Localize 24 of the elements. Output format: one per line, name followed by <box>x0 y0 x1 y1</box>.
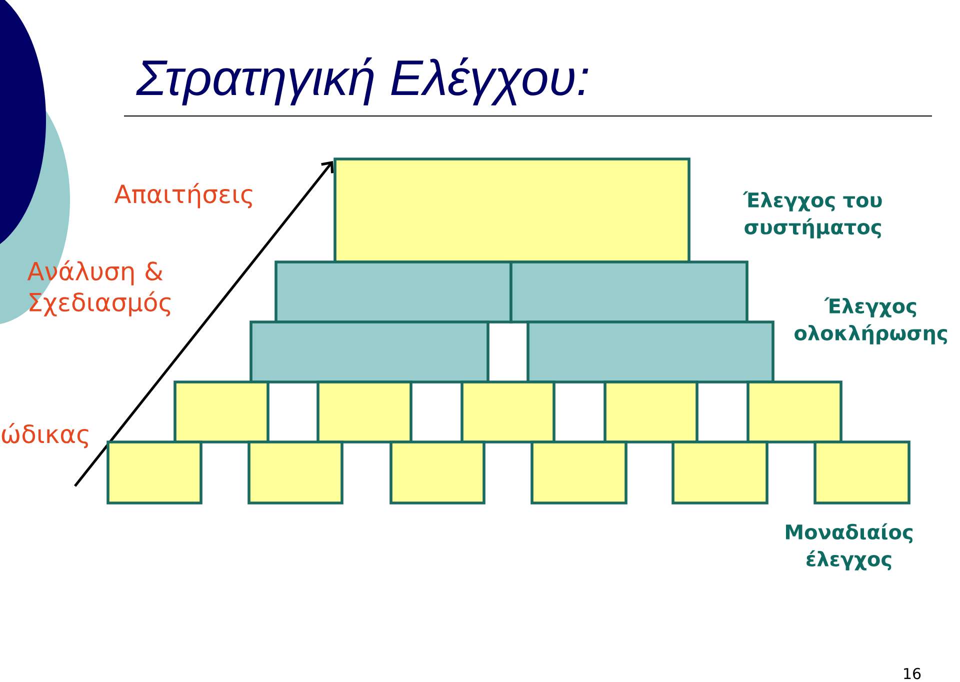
pyramid-block <box>390 440 486 504</box>
pyramid-block <box>604 380 698 444</box>
pyramid-block <box>526 320 774 384</box>
pyramid-block <box>460 380 556 444</box>
page-number: 16 <box>904 668 921 680</box>
slide-title: Στρατηγική Ελέγχου: <box>136 57 588 106</box>
level-label: Μοναδιαίος έλεγχος <box>786 523 912 570</box>
pyramid-block <box>814 440 910 504</box>
pyramid-block <box>174 380 270 444</box>
pyramid-block <box>510 260 748 324</box>
pyramid-block <box>106 440 202 504</box>
level-label: Ανάλυση & Σχεδιασμός <box>27 260 170 316</box>
pyramid-block <box>530 440 628 504</box>
level-label: Απαιτήσεις <box>114 183 252 208</box>
pyramid-block <box>316 380 412 444</box>
level-label: Έλεγχος ολοκλήρωσης <box>794 297 947 344</box>
pyramid-block <box>274 260 512 324</box>
pyramid-block <box>672 440 768 504</box>
level-label: Έλεγχος του συστήματος <box>742 191 882 238</box>
pyramid-block <box>334 158 690 264</box>
pyramid-block <box>248 440 344 504</box>
level-label: ώδικας <box>2 423 88 448</box>
pyramid-block <box>250 320 490 384</box>
pyramid-block <box>746 380 842 444</box>
